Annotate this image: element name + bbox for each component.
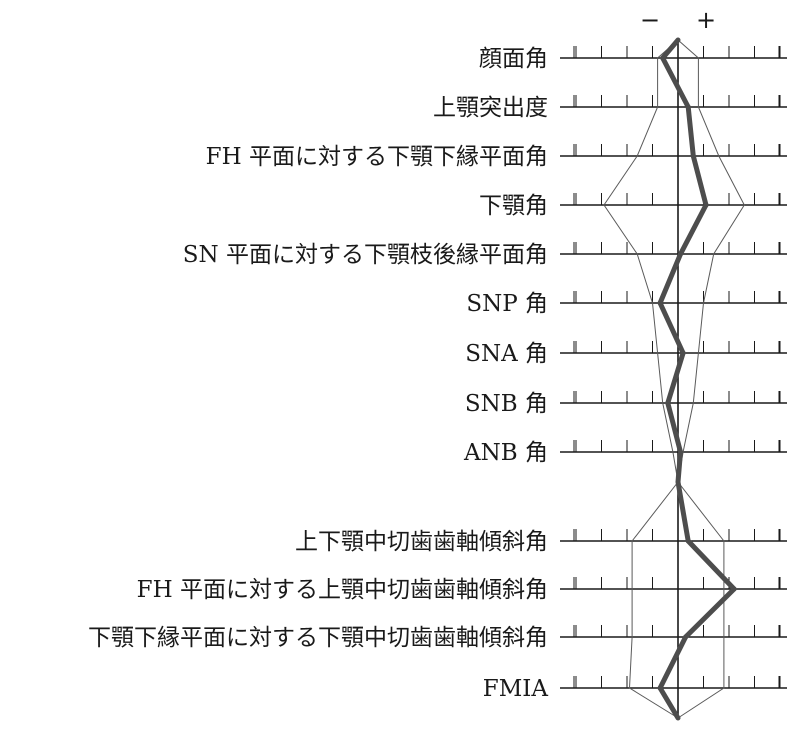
profile-point: [657, 300, 663, 306]
sd-band-plus-line: [677, 39, 745, 719]
sd-band-layer: [603, 39, 745, 719]
chart-row: 上下顎中切歯歯軸傾斜角: [295, 529, 787, 555]
profile-point: [657, 685, 663, 691]
row-label: SN 平面に対する下顎枝後縁平面角: [183, 242, 548, 268]
profile-point: [683, 634, 689, 640]
row-label: 上顎突出度: [433, 95, 548, 121]
chart-row: SNA 角: [465, 341, 787, 367]
profile-layer: [657, 37, 737, 721]
row-label: 下顎角: [479, 193, 548, 219]
row-label: FH 平面に対する上顎中切歯歯軸傾斜角: [137, 577, 548, 603]
profile-point: [678, 251, 684, 257]
profile-point: [703, 202, 709, 208]
sd-band-minus-line: [603, 39, 679, 719]
minus-sign-label: −: [640, 6, 660, 34]
profile-point: [680, 350, 686, 356]
chart-row: 下顎角: [479, 193, 787, 219]
profile-point: [665, 400, 671, 406]
row-label: 下顎下縁平面に対する下顎中切歯歯軸傾斜角: [88, 625, 548, 651]
chart-row: 顔面角: [479, 46, 787, 72]
profile-point: [685, 104, 691, 110]
row-label: FH 平面に対する下顎下縁平面角: [206, 144, 548, 170]
profile-point: [678, 449, 684, 455]
plus-sign-label: +: [696, 6, 716, 34]
chart-row: SNP 角: [466, 291, 787, 317]
row-label: 上下顎中切歯歯軸傾斜角: [295, 529, 548, 555]
row-label: ANB 角: [463, 440, 548, 466]
chart-row: SN 平面に対する下顎枝後縁平面角: [183, 242, 787, 268]
chart-row: FH 平面に対する下顎下縁平面角: [206, 144, 787, 170]
profile-point: [731, 586, 737, 592]
profile-point: [690, 153, 696, 159]
row-label: 顔面角: [479, 46, 548, 72]
row-label: SNB 角: [465, 391, 548, 417]
chart-row: FH 平面に対する上顎中切歯歯軸傾斜角: [137, 577, 787, 603]
row-label: SNA 角: [465, 341, 548, 367]
chart-row: 上顎突出度: [433, 95, 787, 121]
chart-row: FMIA: [483, 676, 787, 702]
row-label: SNP 角: [466, 291, 548, 317]
chart-row: 下顎下縁平面に対する下顎中切歯歯軸傾斜角: [88, 625, 787, 651]
chart-row: SNB 角: [465, 391, 787, 417]
chart-row: ANB 角: [463, 440, 787, 466]
profile-point: [660, 55, 666, 61]
patient-profile-line: [657, 37, 737, 721]
profile-point: [685, 538, 691, 544]
row-label: FMIA: [483, 676, 549, 702]
